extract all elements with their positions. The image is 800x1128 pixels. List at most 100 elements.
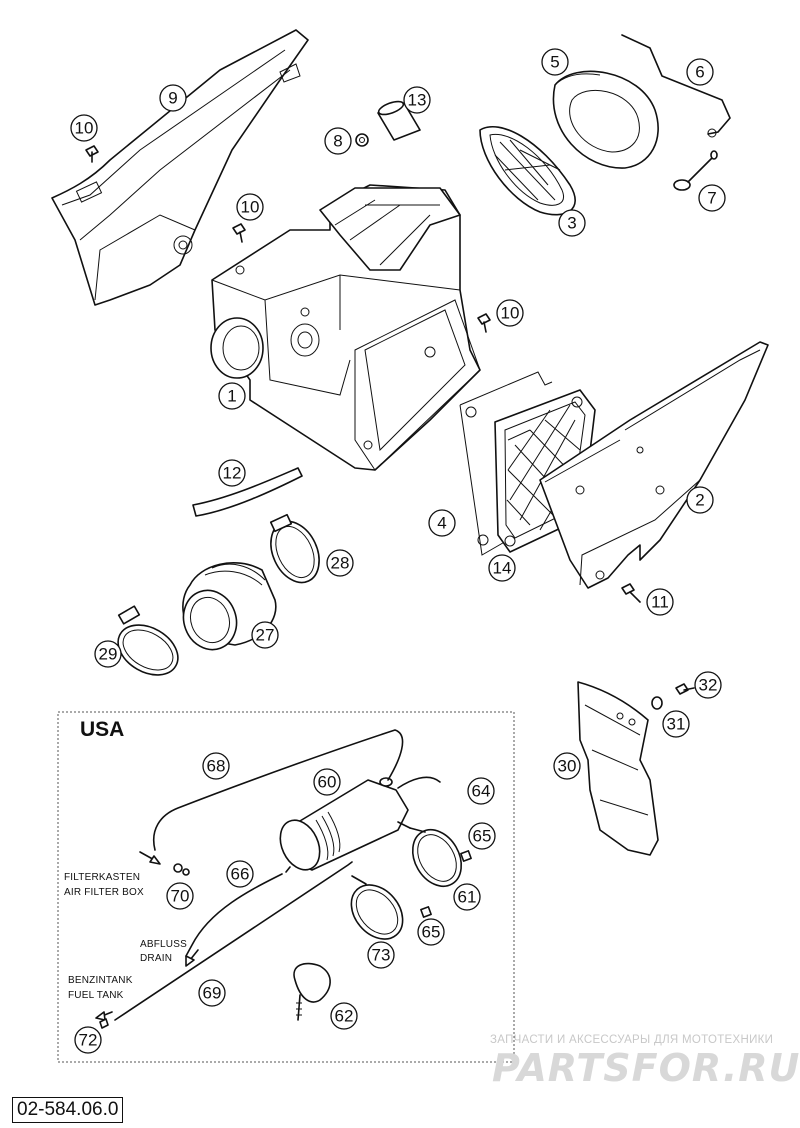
callout-65b: 65 (417, 918, 445, 946)
part-intake-boot (182, 562, 277, 651)
svg-text:70: 70 (171, 887, 190, 906)
svg-text:72: 72 (79, 1031, 98, 1050)
callout-9: 9 (159, 84, 187, 112)
part-wire-clip (621, 34, 731, 138)
svg-text:8: 8 (333, 132, 342, 151)
callout-4: 4 (428, 509, 456, 537)
callout-64: 64 (467, 777, 495, 805)
svg-text:27: 27 (256, 626, 275, 645)
watermark-subtitle: ЗАПЧАСТИ И АКСЕССУАРЫ ДЛЯ МОТОТЕХНИКИ (490, 1034, 774, 1046)
note-fuel-tank: FUEL TANK (68, 990, 124, 1001)
callout-11: 11 (646, 588, 674, 616)
callout-62: 62 (330, 1002, 358, 1030)
callout-32: 32 (694, 671, 722, 699)
part-nut-65a (460, 850, 472, 862)
callout-6: 6 (686, 58, 714, 86)
part-air-filter-box (210, 184, 481, 471)
note-benzintank: BENZINTANK (68, 975, 133, 986)
svg-text:32: 32 (699, 676, 718, 695)
arrow-head-air-filter-box (149, 855, 161, 865)
callout-2: 2 (686, 486, 714, 514)
callout-31: 31 (662, 710, 690, 738)
svg-text:66: 66 (231, 865, 250, 884)
svg-text:12: 12 (223, 464, 242, 483)
note-air-filter-box: AIR FILTER BOX (64, 887, 144, 898)
callout-72: 72 (74, 1026, 102, 1054)
svg-text:64: 64 (472, 782, 491, 801)
part-clamp-28 (269, 513, 320, 584)
part-hose-69 (114, 861, 353, 1021)
svg-text:65: 65 (473, 827, 492, 846)
part-screw-10b (232, 223, 246, 243)
part-mud-flap (577, 681, 659, 856)
watermark-logo: PARTSFOR.RU (492, 1046, 800, 1090)
part-sleeve (377, 100, 421, 141)
part-screw-10a (85, 145, 99, 163)
callout-7: 7 (698, 184, 726, 212)
svg-text:60: 60 (318, 773, 337, 792)
svg-text:28: 28 (331, 554, 350, 573)
callout-73: 73 (367, 941, 395, 969)
part-nut (355, 133, 369, 147)
part-filter-cage (479, 125, 576, 216)
callout-69: 69 (198, 979, 226, 1007)
arrow-head-drain (185, 955, 195, 967)
callout-60: 60 (313, 768, 341, 796)
svg-text:73: 73 (372, 946, 391, 965)
callout-13: 13 (403, 86, 431, 114)
part-hose-68 (153, 729, 404, 851)
svg-text:13: 13 (408, 91, 427, 110)
callout-12: 12 (218, 459, 246, 487)
svg-text:9: 9 (168, 89, 177, 108)
svg-text:68: 68 (207, 757, 226, 776)
svg-text:30: 30 (558, 757, 577, 776)
arrow-head-fuel-tank (95, 1011, 106, 1021)
svg-text:5: 5 (550, 53, 559, 72)
callout-70: 70 (166, 882, 194, 910)
part-pin (673, 150, 718, 191)
callout-68: 68 (202, 752, 230, 780)
note-drain: DRAIN (140, 953, 172, 964)
part-side-panel-left (51, 29, 309, 306)
part-fitting-72 (99, 1018, 109, 1029)
callout-3: 3 (558, 209, 586, 237)
callout-61: 61 (453, 883, 481, 911)
usa-section-title: USA (80, 718, 124, 741)
callout-29: 29 (94, 640, 122, 668)
part-canister (279, 777, 411, 873)
svg-text:1: 1 (227, 387, 236, 406)
callout-5: 5 (541, 48, 569, 76)
svg-text:10: 10 (501, 304, 520, 323)
part-hose-short (397, 776, 441, 789)
svg-text:6: 6 (695, 63, 704, 82)
part-side-panel-right (539, 341, 769, 589)
part-screw-11 (621, 583, 641, 603)
callout-1: 1 (218, 382, 246, 410)
part-fitting-70 (173, 863, 190, 876)
svg-text:65: 65 (422, 923, 441, 942)
svg-text:10: 10 (241, 198, 260, 217)
part-foam-filter (552, 70, 659, 169)
part-gasket (459, 371, 553, 556)
part-cable-tie (293, 962, 331, 1021)
svg-text:2: 2 (695, 491, 704, 510)
svg-text:4: 4 (437, 514, 446, 533)
callout-14: 14 (488, 554, 516, 582)
svg-text:62: 62 (335, 1007, 354, 1026)
drawing-code-label: 02-584.06.0 (12, 1097, 124, 1123)
part-clamp-73 (350, 875, 404, 940)
callout-10b: 10 (236, 193, 264, 221)
svg-text:7: 7 (707, 189, 716, 208)
svg-text:14: 14 (493, 559, 512, 578)
callout-8: 8 (324, 127, 352, 155)
note-filterkasten: FILTERKASTEN (64, 872, 140, 883)
part-clamp-29 (117, 605, 179, 676)
note-abfluss: ABFLUSS (140, 939, 187, 950)
part-hose (192, 467, 303, 517)
callout-10a: 10 (70, 114, 98, 142)
svg-text:29: 29 (99, 645, 118, 664)
usa-section-frame (57, 711, 515, 1063)
callout-27: 27 (251, 621, 279, 649)
svg-text:61: 61 (458, 888, 477, 907)
callout-66: 66 (226, 860, 254, 888)
